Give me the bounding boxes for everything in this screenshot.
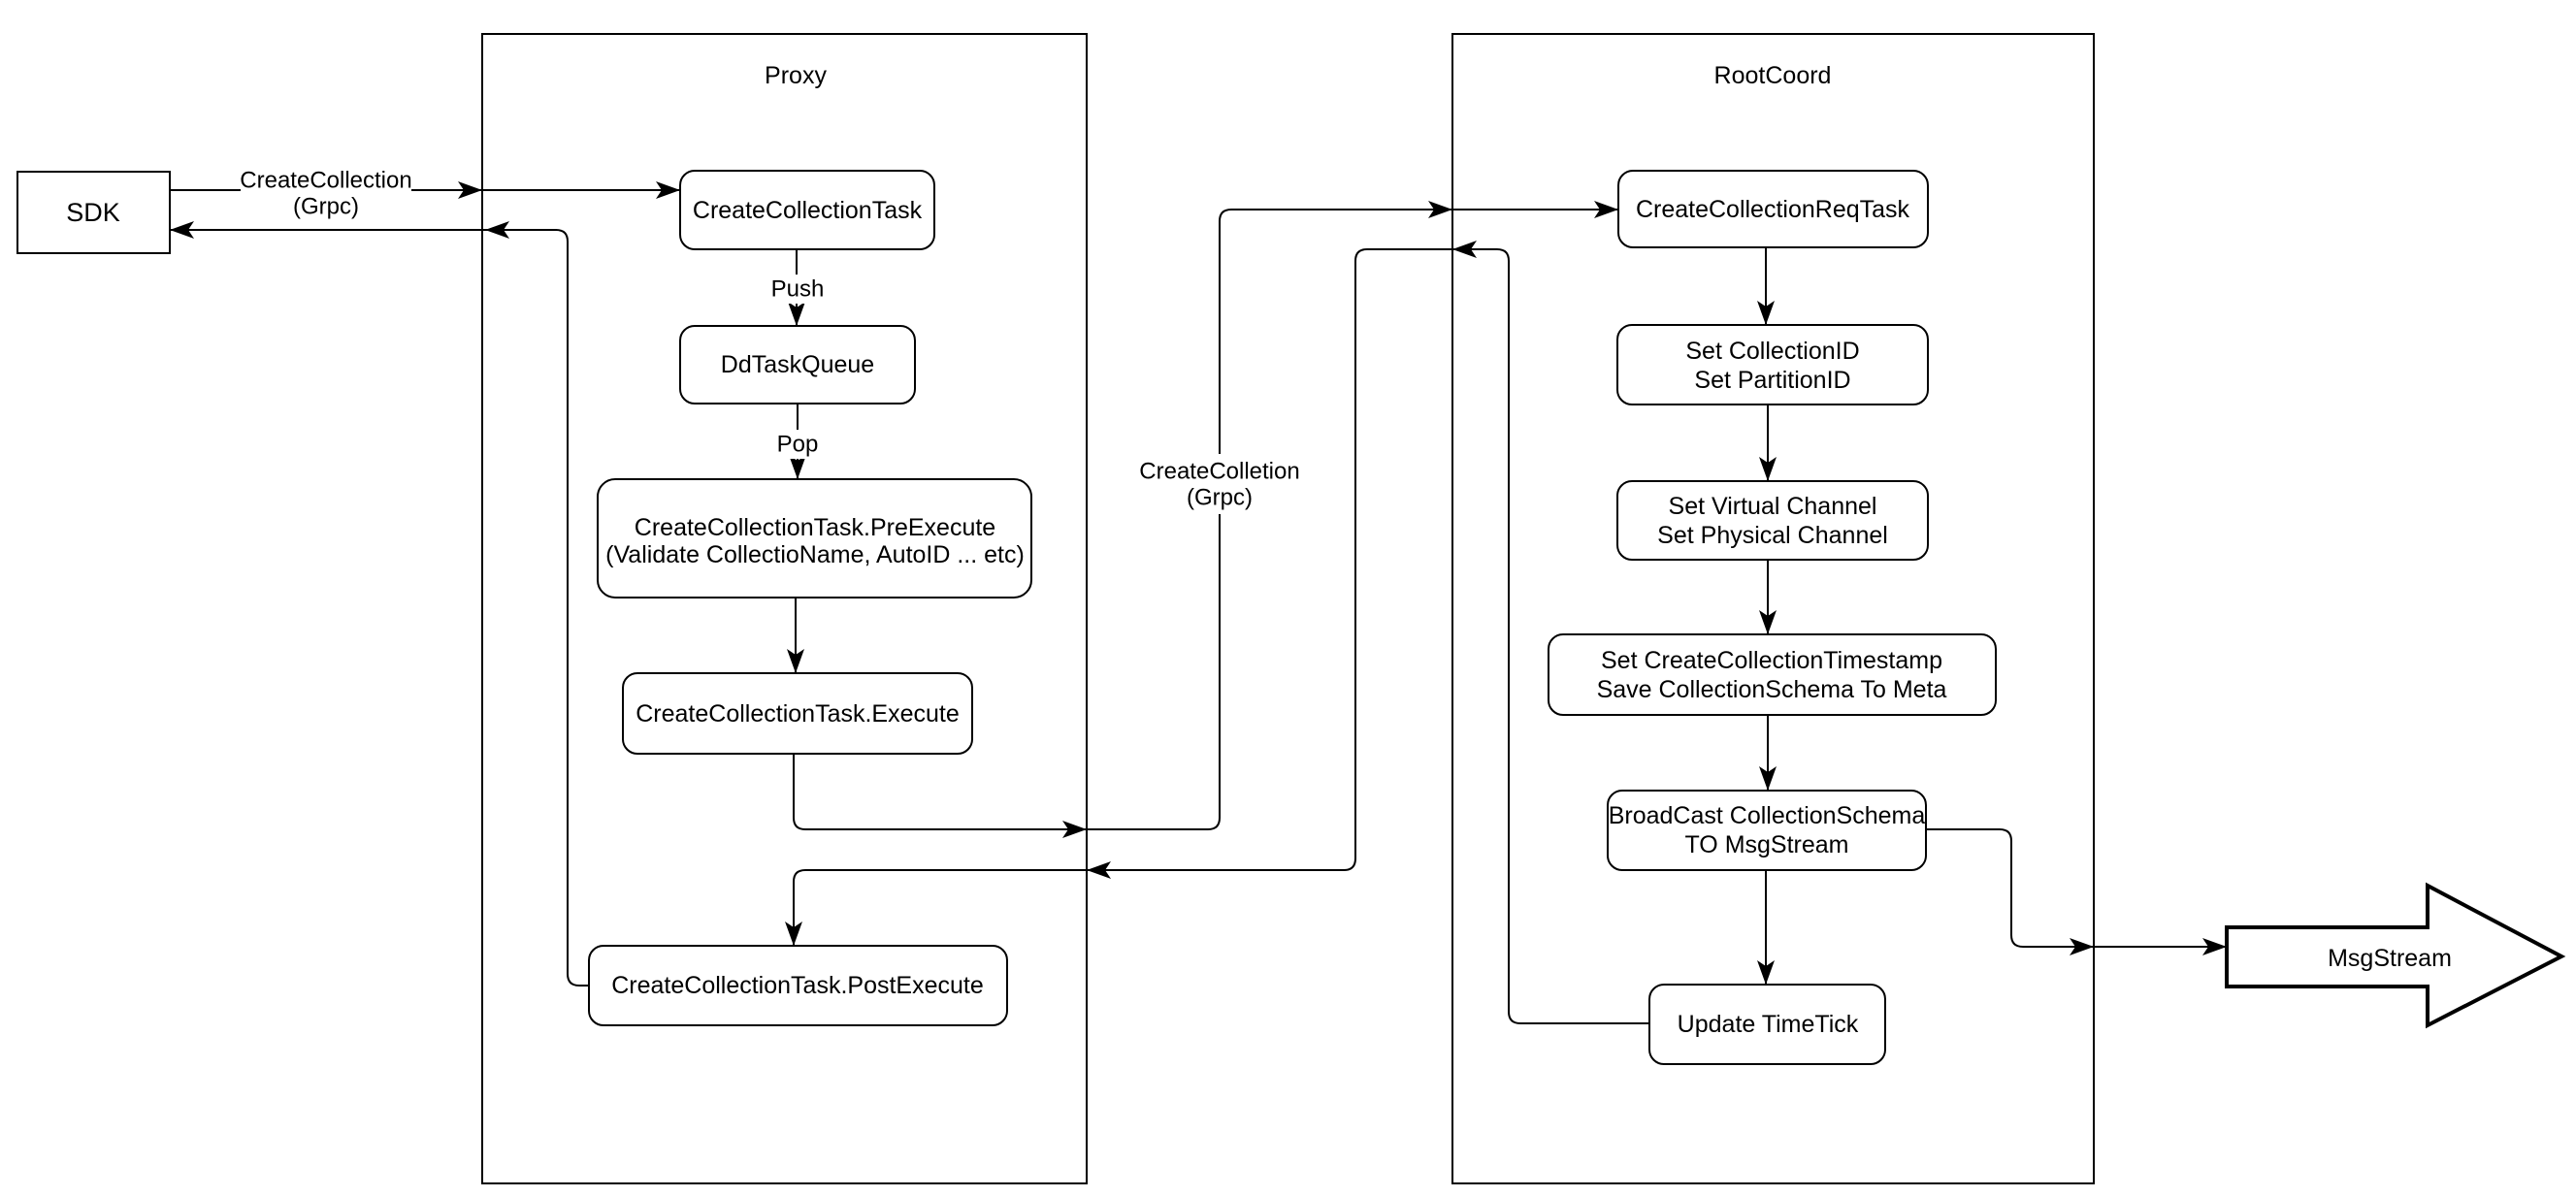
edge-label-create-colletion-line1: CreateColletion [1139, 459, 1299, 485]
node-pre-execute: CreateCollectionTask.PreExecute (Validat… [597, 478, 1032, 598]
edge-broadcast-out-of-rootcoord [1926, 828, 2094, 955]
edge-label-push-text: Push [771, 276, 825, 303]
node-dd-task-queue-label: DdTaskQueue [721, 351, 874, 378]
node-set-channels-label-line2: Set Physical Channel [1657, 522, 1888, 549]
node-set-timestamp: Set CreateCollectionTimestamp Save Colle… [1548, 633, 1997, 716]
node-broadcast-label-line2: TO MsgStream [1684, 831, 1848, 858]
node-pre-execute-label-line2: (Validate CollectioName, AutoID ... etc) [605, 541, 1025, 568]
node-set-ids: Set CollectionID Set PartitionID [1616, 324, 1929, 405]
node-set-channels-label-line1: Set Virtual Channel [1669, 493, 1877, 520]
node-broadcast-label-line1: BroadCast CollectionSchema [1609, 802, 1926, 829]
proxy-container: Proxy [481, 33, 1088, 1184]
rootcoord-container-box [1451, 33, 2095, 1184]
node-sdk-label: SDK [66, 198, 120, 227]
node-msgstream-label: MsgStream [2328, 945, 2452, 972]
node-pre-execute-box [597, 478, 1032, 598]
node-dd-task-queue-box [679, 325, 916, 404]
node-msgstream: MsgStream [2225, 882, 2566, 1029]
node-set-timestamp-label-line1: Set CreateCollectionTimestamp [1601, 647, 1942, 674]
node-post-execute-label: CreateCollectionTask.PostExecute [611, 972, 984, 999]
edge-label-create-colletion-line2: (Grpc) [1187, 485, 1253, 511]
node-create-collection-req-task-label: CreateCollectionReqTask [1636, 196, 1910, 223]
proxy-container-title: Proxy [765, 62, 827, 89]
edge-label-bg [241, 163, 411, 223]
node-execute-box [622, 672, 973, 755]
node-execute-label: CreateCollectionTask.Execute [636, 700, 960, 728]
edge-label-push: Push [765, 275, 831, 304]
node-post-execute: CreateCollectionTask.PostExecute [588, 945, 1008, 1026]
node-set-channels: Set Virtual Channel Set Physical Channel [1616, 480, 1929, 561]
node-set-ids-label-line2: Set PartitionID [1694, 367, 1850, 394]
edge-execute-out-of-proxy [793, 754, 1087, 838]
edge-label-create-collection-line1: CreateCollection [240, 168, 411, 194]
proxy-container-box [481, 33, 1088, 1184]
node-set-ids-label-line1: Set CollectionID [1685, 338, 1859, 365]
node-create-collection-task-label: CreateCollectionTask [693, 197, 923, 224]
node-update-timetick: Update TimeTick [1648, 984, 1886, 1065]
rootcoord-container: RootCoord [1451, 33, 2095, 1184]
msgstream-arrow-shape [2225, 882, 2566, 1029]
edge-label-bg [1133, 454, 1306, 514]
edge-label-pop: Pop [768, 430, 827, 459]
edge-label-create-colletion-grpc: CreateColletion (Grpc) [1133, 454, 1306, 514]
node-pre-execute-label-line1: CreateCollectionTask.PreExecute [635, 514, 995, 541]
edge-updatetimetick-out-of-rootcoord [1452, 241, 1649, 1024]
node-post-execute-box [588, 945, 1008, 1026]
edge-label-create-collection-line2: (Grpc) [293, 194, 359, 220]
node-update-timetick-label: Update TimeTick [1678, 1011, 1859, 1038]
edge-return-down-to-proxy [1087, 248, 1452, 879]
node-create-collection-req-task-box [1617, 170, 1929, 248]
node-create-collection-req-task: CreateCollectionReqTask [1617, 170, 1929, 248]
edge-label-bg [765, 275, 831, 304]
edge-proxy-to-postexecute [785, 869, 1087, 946]
node-set-ids-box [1616, 324, 1929, 405]
edges [170, 181, 2227, 1024]
edge-postexecute-up-to-border [485, 221, 589, 987]
node-set-timestamp-label-line2: Save CollectionSchema To Meta [1597, 676, 1947, 703]
edge-label-bg [768, 430, 827, 459]
node-create-collection-task-box [679, 170, 935, 250]
node-create-collection-task: CreateCollectionTask [679, 170, 935, 250]
edge-grpc-up-to-rootcoord [1087, 201, 1452, 830]
edge-label-pop-text: Pop [777, 432, 819, 458]
node-broadcast: BroadCast CollectionSchema TO MsgStream [1607, 790, 1927, 871]
edge-label-create-collection-grpc: CreateCollection (Grpc) [240, 163, 412, 223]
node-dd-task-queue: DdTaskQueue [679, 325, 916, 404]
node-broadcast-box [1607, 790, 1927, 871]
node-execute: CreateCollectionTask.Execute [622, 672, 973, 755]
node-update-timetick-box [1648, 984, 1886, 1065]
node-set-channels-box [1616, 480, 1929, 561]
node-set-timestamp-box [1548, 633, 1997, 716]
node-sdk: SDK [16, 171, 171, 254]
rootcoord-container-title: RootCoord [1714, 62, 1832, 89]
node-sdk-box [16, 171, 171, 254]
